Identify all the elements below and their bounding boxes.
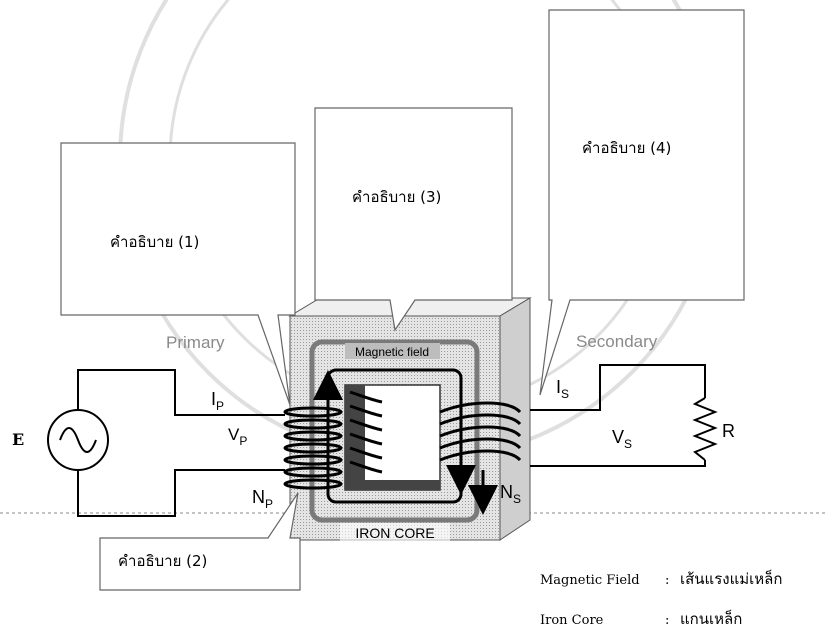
primary-circuit (77, 369, 285, 517)
secondary-coil (439, 401, 522, 462)
label-Vp: VP (228, 425, 247, 448)
legend-meaning-1: เส้นแรงแม่เหล็ก (680, 569, 782, 588)
label-Vs: VS (612, 427, 632, 451)
iron-core-label: IRON CORE (355, 525, 434, 541)
primary-coil (283, 406, 343, 490)
label-R: R (722, 421, 735, 441)
magnetic-field-label: Magnetic field (355, 345, 429, 359)
callout-2: คำอธิบาย (2) (99, 492, 301, 591)
callout-2-text: คำอธิบาย (2) (118, 552, 207, 570)
legend-sep-1: : (665, 573, 669, 588)
callout-1-text: คำอธิบาย (1) (110, 233, 199, 251)
secondary-label: Secondary (576, 332, 658, 351)
source-label-E: E (12, 430, 24, 449)
legend: Magnetic Field : เส้นแรงแม่เหล็ก Iron Co… (540, 569, 782, 628)
primary-label: Primary (166, 333, 225, 352)
label-Np: NP (252, 487, 273, 511)
callout-4: คำอธิบาย (4) (539, 9, 745, 396)
inner-winding (349, 390, 383, 474)
legend-sep-2: : (665, 613, 669, 628)
callout-3-text: คำอธิบาย (3) (352, 188, 441, 206)
legend-term-1: Magnetic Field (540, 573, 640, 588)
callout-4-text: คำอธิบาย (4) (582, 139, 671, 157)
legend-meaning-2: แกนเหล็ก (680, 609, 742, 628)
label-Is: IS (556, 377, 569, 401)
label-Ip: IP (211, 389, 224, 413)
label-Ns: NS (500, 482, 521, 506)
secondary-circuit (530, 364, 706, 467)
legend-term-2: Iron Core (540, 613, 604, 628)
callout-1: คำอธิบาย (1) (60, 142, 296, 406)
ac-source-icon (47, 409, 109, 471)
callout-3: คำอธิบาย (3) (314, 107, 513, 332)
resistor-icon (692, 397, 718, 461)
